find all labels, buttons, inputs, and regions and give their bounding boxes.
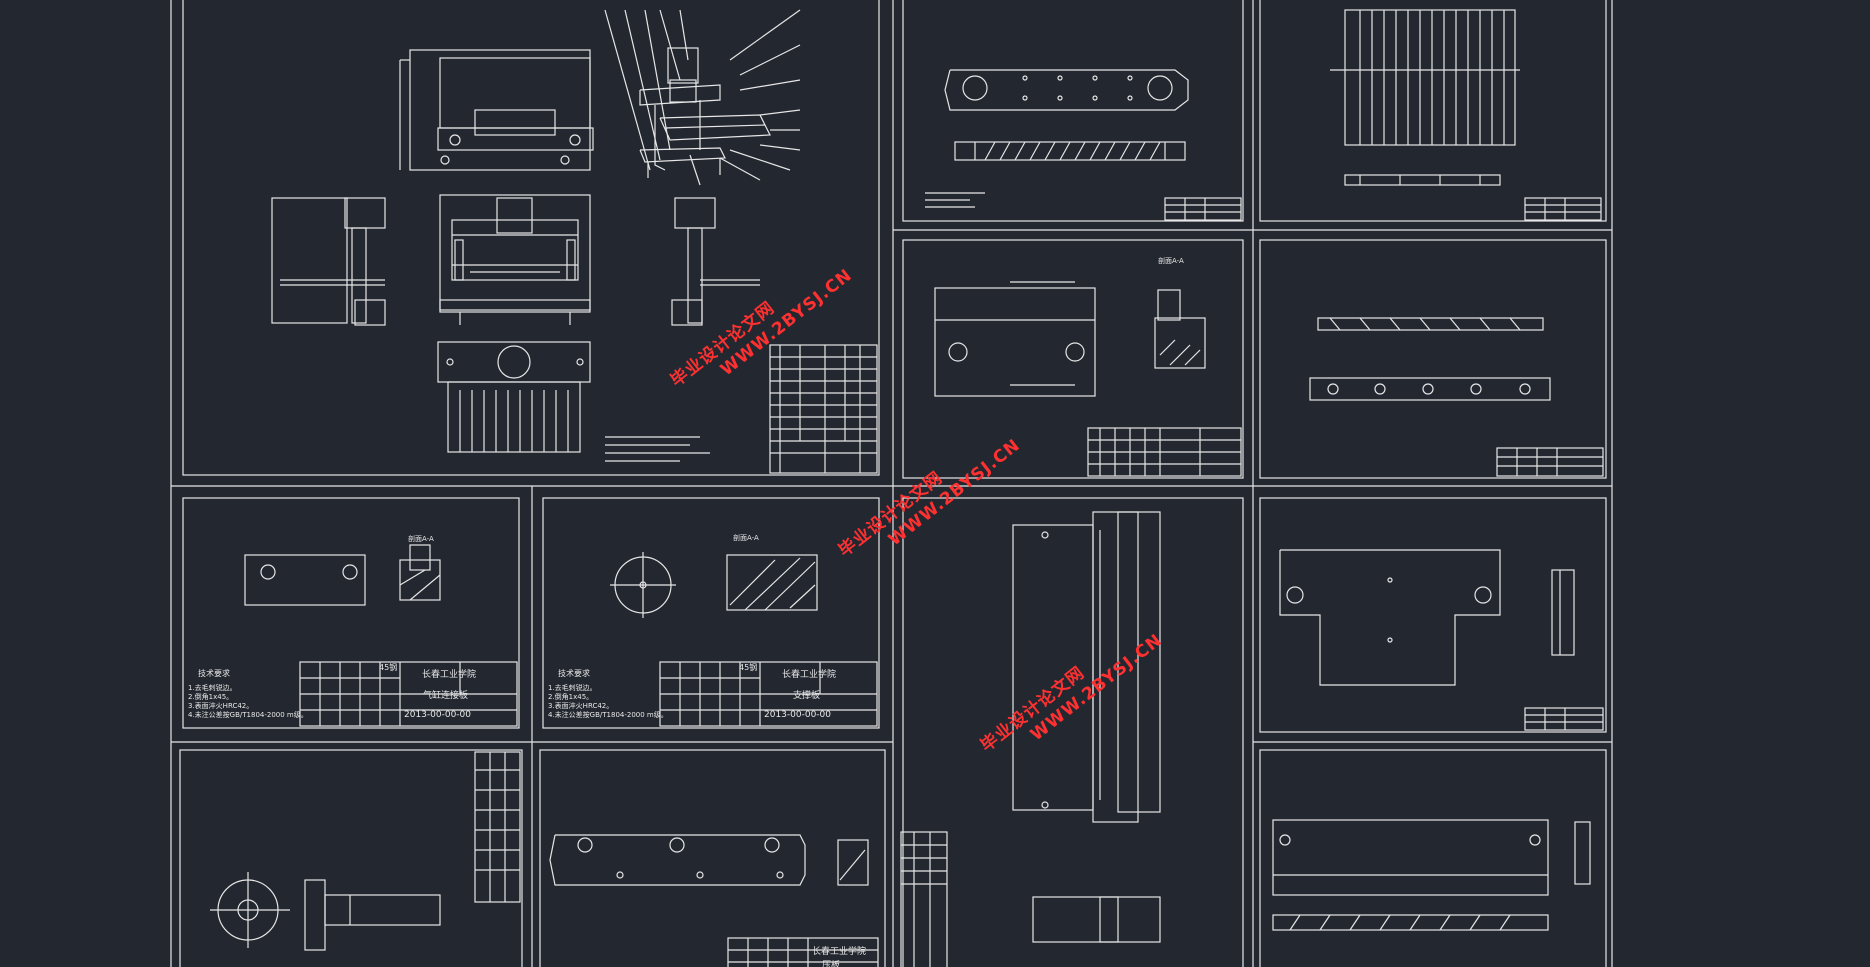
sheet-support-plate (542, 497, 880, 729)
notes-b-3: 3.表面淬火HRC42。 (548, 702, 614, 710)
notes-a-2: 2.倒角1x45。 (188, 693, 234, 701)
sheet-cylinder-plate (182, 497, 520, 729)
title-block-school-a: 长春工业学院 (422, 670, 477, 680)
section-label-a: 剖面A-A (408, 535, 434, 543)
sheet-comb-plate (1259, 0, 1607, 222)
notes-a-3: 3.表面淬火HRC42。 (188, 702, 254, 710)
notes-b-2: 2.倒角1x45。 (548, 693, 594, 701)
sheet-round-part (179, 749, 523, 967)
notes-a-1: 1.去毛刺锐边。 (188, 684, 237, 692)
sheet-base-plate (1259, 749, 1607, 967)
sheet-assembly (182, 0, 880, 476)
title-block-part-c: 压板 (822, 961, 841, 967)
section-label-b: 剖面A-A (733, 534, 759, 542)
sheet-grid (170, 0, 1613, 967)
section-label-c: 剖面A-A (1158, 257, 1184, 265)
sheet-vertical-plate (900, 497, 1244, 967)
title-block-school-c: 长春工业学院 (812, 947, 867, 957)
title-block-part-b: 支撑板 (793, 691, 821, 701)
sheet-thin-bar (1259, 239, 1607, 479)
sheet-bar-plate (902, 0, 1244, 222)
title-block-part-a: 气缸连接板 (423, 691, 469, 701)
notes-title-b: 技术要求 (558, 669, 590, 678)
title-block-code-a: 2013-00-00-00 (404, 710, 472, 720)
sheet-press-plate (539, 749, 886, 967)
title-block-mat-a-label: 45钢 (379, 663, 398, 672)
notes-a-4: 4.未注公差按GB/T1804-2000 m级。 (188, 711, 308, 719)
notes-b-1: 1.去毛刺锐边。 (548, 684, 597, 692)
notes-title-a: 技术要求 (198, 669, 230, 678)
sheet-frame-plate (1259, 497, 1607, 733)
title-block-mat-b: 45钢 (739, 663, 758, 672)
title-block-school-b: 长春工业学院 (782, 670, 837, 680)
sheet-block (902, 239, 1244, 479)
notes-b-4: 4.未注公差按GB/T1804-2000 m级。 (548, 711, 668, 719)
title-block-code-b: 2013-00-00-00 (764, 710, 832, 720)
